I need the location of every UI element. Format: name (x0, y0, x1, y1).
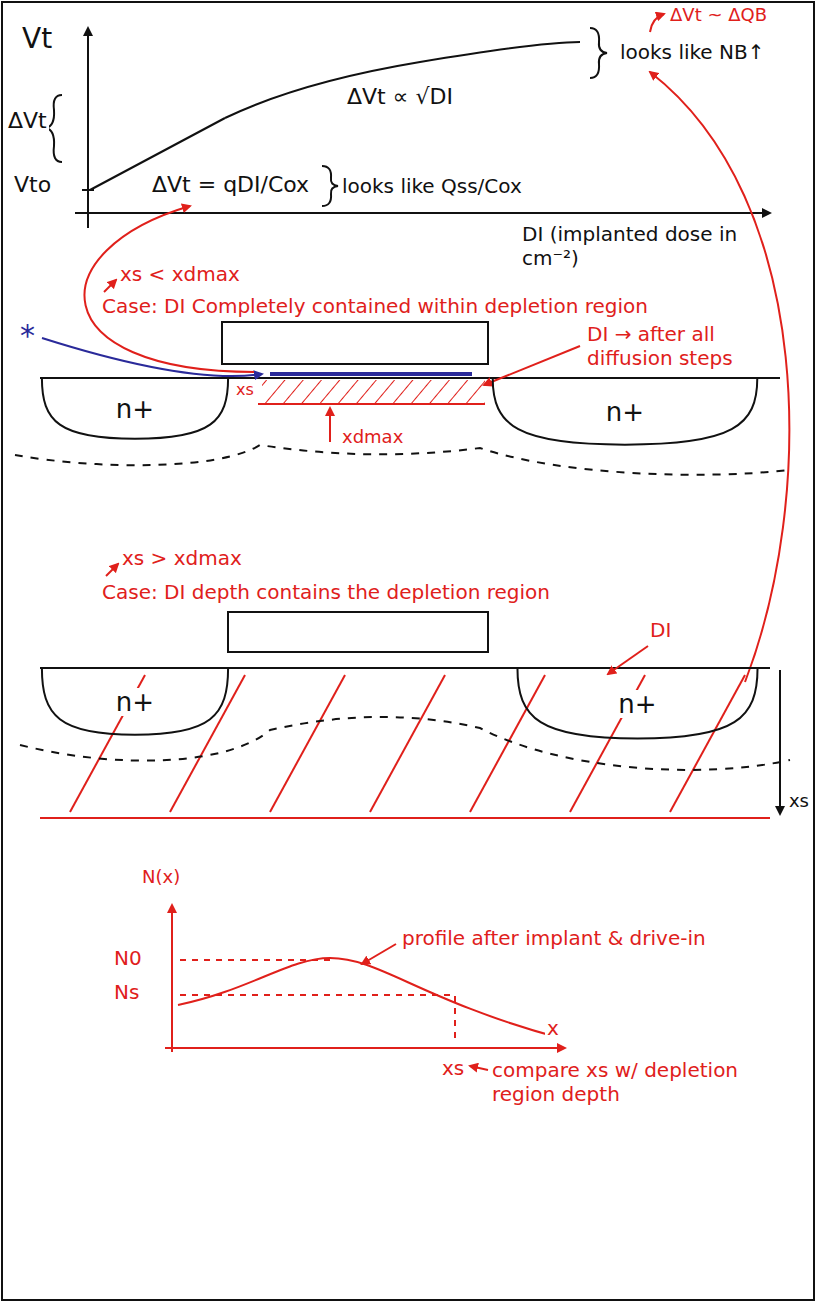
diffusion-region: n+ (40, 378, 230, 440)
note-label: Case: DI Completely contained within dep… (100, 294, 650, 318)
region-label: n+ (113, 395, 157, 424)
note-label: * (18, 318, 37, 354)
note-label: x (545, 1016, 561, 1040)
note-label: compare xs w/ depletion region depth (490, 1058, 744, 1106)
note-label: ΔVt = qDI/Cox (150, 172, 311, 198)
note-label: ΔVt ~ ΔQB (668, 4, 769, 26)
region-label: n+ (113, 688, 157, 717)
diffusion-region: n+ (40, 668, 230, 736)
note-label: looks like NB↑ (618, 40, 766, 64)
note-label: DI (implanted dose in cm⁻²) (520, 222, 749, 270)
note-label: N(x) (140, 866, 182, 888)
note-label: DI (648, 618, 673, 642)
note-label: xdmax (340, 426, 405, 448)
note-label: xs (234, 380, 256, 399)
note-label: xs (787, 790, 811, 812)
note-label: profile after implant & drive-in (400, 926, 708, 950)
note-label: Vto (12, 172, 53, 198)
note-label: xs < xdmax (118, 262, 242, 286)
note-label: looks like Qss/Cox (340, 174, 524, 198)
note-label: N0 (112, 946, 144, 970)
note-label: xs > xdmax (120, 546, 244, 570)
note-label: ΔVt (6, 108, 49, 134)
diffusion-region: n+ (490, 378, 760, 446)
note-label: Vt (20, 22, 54, 56)
note-label: Case: DI depth contains the depletion re… (100, 580, 552, 604)
note-label: xs (440, 1056, 466, 1080)
note-label: ΔVt ∝ √DI (345, 84, 455, 110)
region-label: n+ (615, 690, 659, 719)
region-label: n+ (603, 398, 647, 427)
note-label: DI → after all diffusion steps (585, 322, 779, 370)
note-label: Ns (112, 980, 141, 1004)
diffusion-region: n+ (515, 668, 760, 740)
